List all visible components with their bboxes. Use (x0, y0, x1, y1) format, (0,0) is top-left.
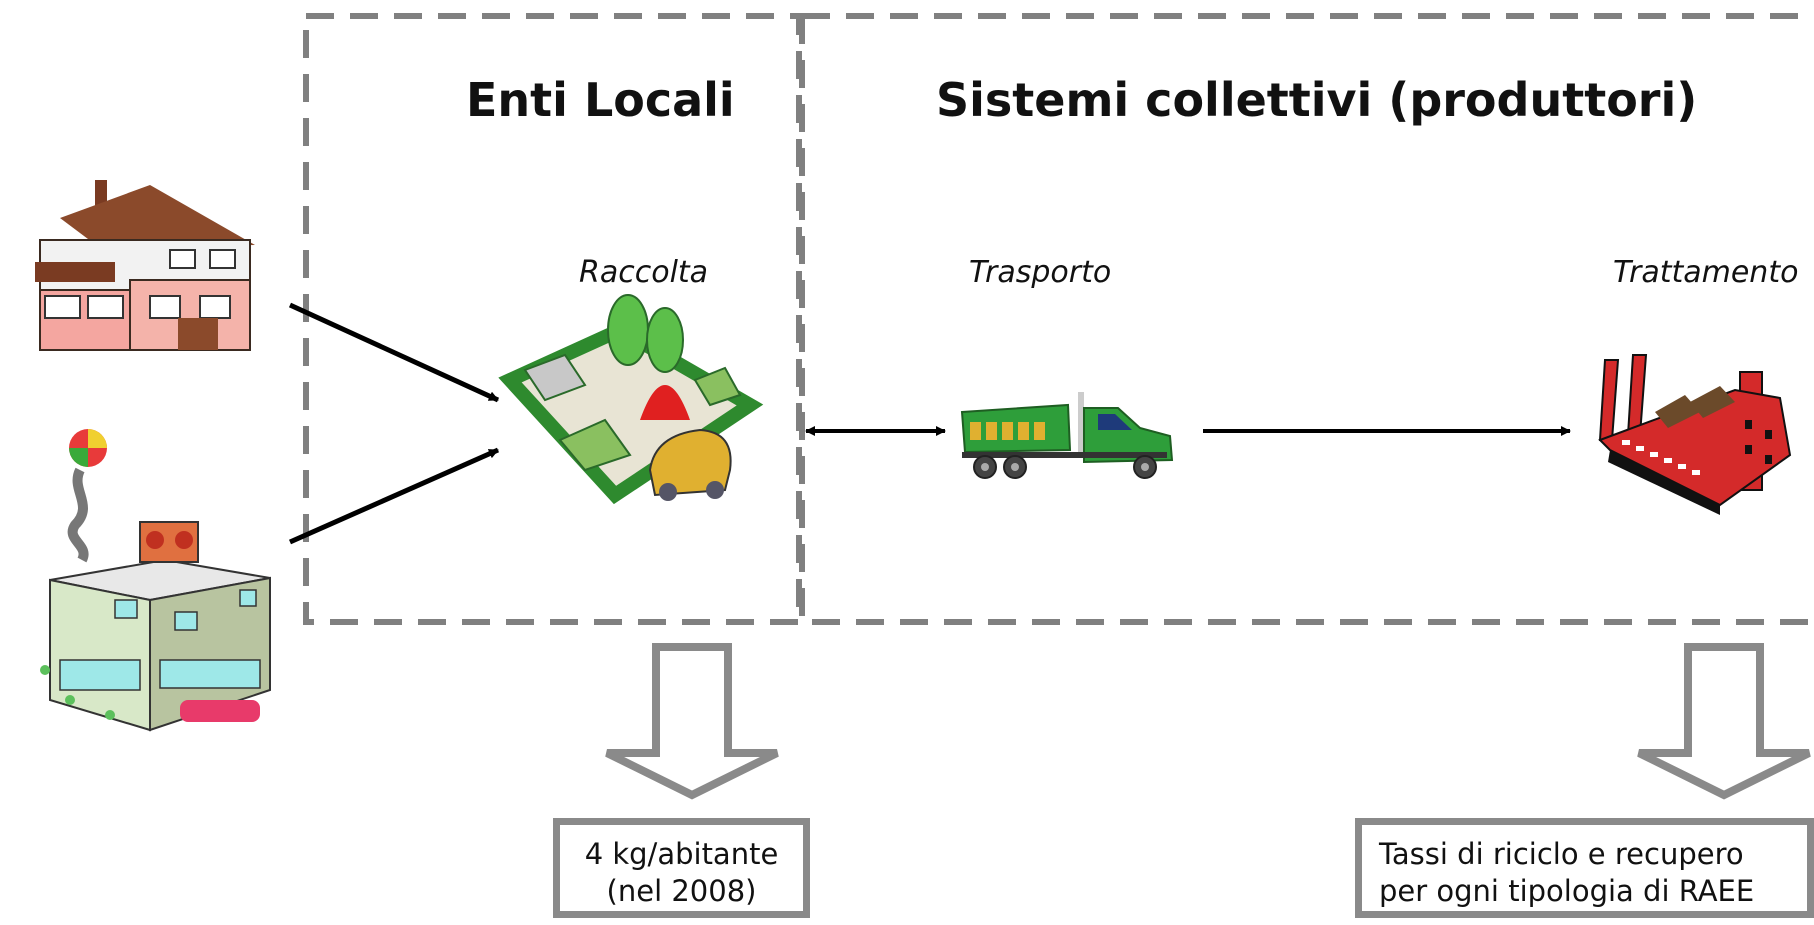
local-outcome-arrow (605, 643, 779, 800)
house-icon (35, 180, 255, 351)
local-outcome-line2: (nel 2008) (606, 874, 757, 908)
collective-outcome-line2: per ogni tipologia di RAEE (1379, 874, 1755, 908)
local-section-frame (303, 13, 802, 625)
collective-outcome-box: Tassi di riciclo e recupero per ogni tip… (1355, 818, 1814, 918)
shop-to-collection-arrow (288, 447, 500, 545)
collective-outcome-line1: Tassi di riciclo e recupero (1379, 837, 1744, 871)
step-label-collection: Raccolta (579, 255, 709, 290)
step-label-transport: Trasporto (969, 255, 1112, 290)
step-label-treatment: Trattamento (1613, 255, 1799, 290)
house-to-collection-arrow (288, 302, 500, 403)
collection-center-icon (498, 294, 764, 505)
collective-section-title: Sistemi collettivi (produttori) (936, 73, 1698, 127)
local-section-title: Enti Locali (466, 73, 735, 127)
local-outcome-line1: 4 kg/abitante (584, 837, 779, 871)
factory-icon (1598, 354, 1792, 515)
local-outcome-box: 4 kg/abitante (nel 2008) (553, 818, 810, 918)
shop-building-icon (40, 429, 271, 732)
truck-icon (960, 392, 1174, 479)
collective-section-frame (799, 13, 1814, 625)
collective-outcome-arrow (1637, 643, 1811, 800)
